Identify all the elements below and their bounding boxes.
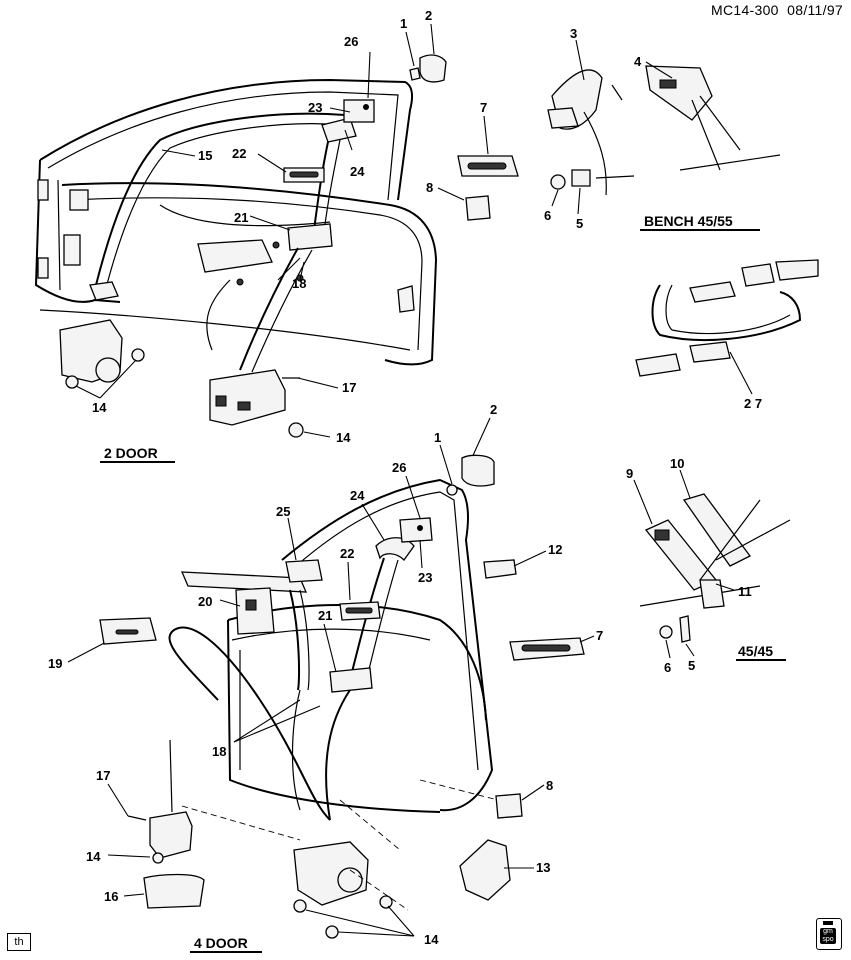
callout-4: 4: [634, 54, 642, 69]
section-title-2-door: 2 DOOR: [104, 445, 158, 461]
doc-code: MC14-300: [710, 2, 779, 18]
callout-5: 5: [576, 216, 583, 231]
bench-45-55-assembly: [547, 39, 781, 231]
callout-27: 2 7: [744, 396, 762, 411]
small-parts-top: [405, 23, 519, 221]
callout-9: 9: [626, 466, 633, 481]
callout-21: 21: [318, 608, 332, 623]
four-door-assembly: [67, 417, 499, 939]
callout-18: 18: [212, 744, 226, 759]
callout-7: 7: [480, 100, 487, 115]
callout-24: 24: [350, 488, 365, 503]
section-title-4-door: 4 DOOR: [194, 935, 248, 951]
callout-15: 15: [198, 148, 212, 163]
callout-3: 3: [570, 26, 577, 41]
callout-25: 25: [276, 504, 290, 519]
callout-2: 2: [425, 8, 432, 23]
callout-22: 22: [340, 546, 354, 561]
two-door-assembly: [34, 51, 438, 438]
callout-1: 1: [434, 430, 441, 445]
callout-22: 22: [232, 146, 246, 161]
callout-8: 8: [426, 180, 433, 195]
callout-26: 26: [344, 34, 358, 49]
four-door-side-parts: [99, 454, 595, 909]
callout-13: 13: [536, 860, 550, 875]
th-label: th: [14, 936, 24, 948]
gm-spo-logo-text: gm spo: [822, 928, 834, 943]
callout-12: 12: [548, 542, 562, 557]
callout-23: 23: [308, 100, 322, 115]
callout-2: 2: [490, 402, 497, 417]
callout-14: 14: [92, 400, 107, 415]
th-label-box: th: [7, 933, 31, 951]
callout-14: 14: [336, 430, 351, 445]
doc-date: 08/11/97: [787, 2, 843, 18]
callout-labels: 1 2 26 23 15 24 22 21 18 17 14 14 7 8 3 …: [48, 8, 762, 947]
callout-18: 18: [292, 276, 306, 291]
callout-6: 6: [664, 660, 671, 675]
callout-7: 7: [596, 628, 603, 643]
gm-spo-logo: gm spo: [816, 918, 842, 950]
callout-11: 11: [738, 584, 752, 599]
callout-19: 19: [48, 656, 62, 671]
callout-21: 21: [234, 210, 248, 225]
callout-24: 24: [350, 164, 365, 179]
callout-5: 5: [688, 658, 695, 673]
callout-17: 17: [342, 380, 356, 395]
callout-10: 10: [670, 456, 684, 471]
callout-20: 20: [198, 594, 212, 609]
callout-8: 8: [546, 778, 553, 793]
section-title-bench: BENCH 45/55: [644, 213, 733, 229]
section-title-45-45: 45/45: [738, 643, 773, 659]
callout-17: 17: [96, 768, 110, 783]
split-45-45-assembly: [633, 469, 791, 661]
callout-6: 6: [544, 208, 551, 223]
callout-16: 16: [104, 889, 118, 904]
callout-14: 14: [424, 932, 439, 947]
strap-assembly-27: [635, 259, 819, 395]
callout-14: 14: [86, 849, 101, 864]
callout-23: 23: [418, 570, 432, 585]
document-header: MC14-300 08/11/97: [711, 2, 843, 18]
callout-26: 26: [392, 460, 406, 475]
callout-1: 1: [400, 16, 407, 31]
